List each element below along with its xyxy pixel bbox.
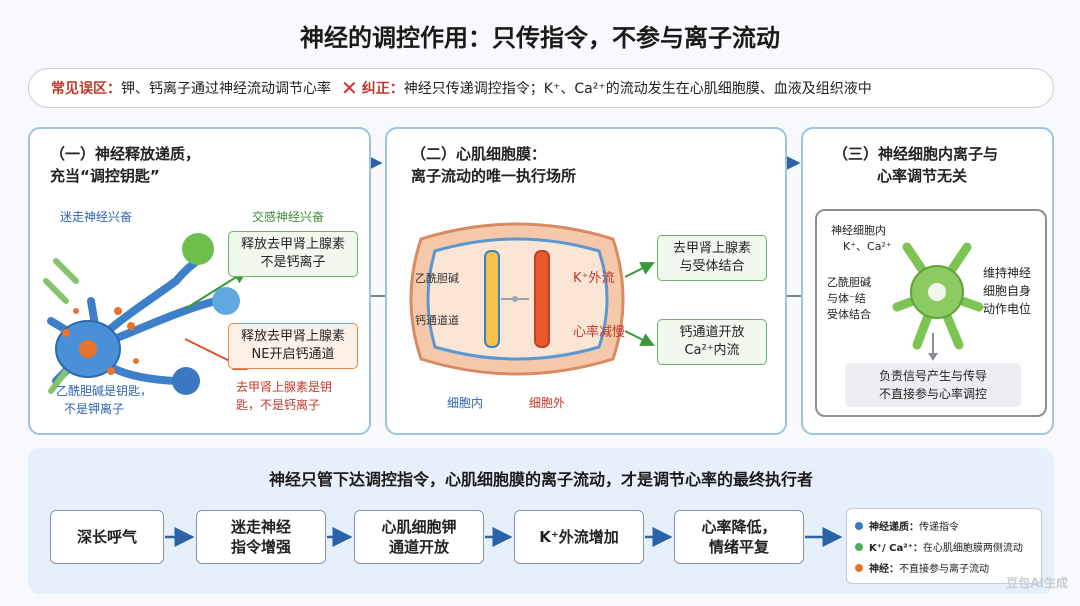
panel3-title-2: 心率调节无关 xyxy=(877,167,968,185)
step-4-line1: K⁺外流增加 xyxy=(539,528,619,546)
outside-cell-label: 细胞外 xyxy=(529,396,566,410)
page-title: 神经的调控作用：只传指令，不参与离子流动 xyxy=(300,24,780,52)
ach-label: 乙酰胆碱 xyxy=(415,272,459,285)
neuron-illustration xyxy=(43,233,240,395)
legend-row-nerve: 神经： 不直接参与离子流动 xyxy=(855,557,1033,578)
k-efflux-label: K⁺外流 xyxy=(573,271,615,286)
legend-text-1: 传递指令 xyxy=(919,522,959,533)
neuron-detail-box: 神经细胞内 K⁺、Ca²⁺ 乙酰胆碱 与体⁻结 受体结合 维持神经 细胞自身 动… xyxy=(815,209,1047,417)
legend-key-3: 神经： xyxy=(869,564,899,575)
ach-note-1: 乙酰胆碱是钥匙， xyxy=(56,384,153,398)
ne-receptor-box: 去甲肾上腺素 与受体结合 xyxy=(657,235,767,281)
neuron-ions-1: 神经细胞内 xyxy=(831,224,886,237)
green-dot-icon xyxy=(855,542,863,551)
legend-text-2: 在心肌细胞膜两侧流动 xyxy=(922,543,1023,554)
step-5-line2: 情绪平复 xyxy=(708,538,769,556)
correction-text: 神经只传递调控指令；K⁺、Ca²⁺的流动发生在心肌细胞膜、血液及组织液中 xyxy=(403,81,872,97)
ne-calcium-line2: NE开启钙通道 xyxy=(251,347,335,362)
legend-row-ions: K⁺/ Ca²⁺： 在心肌细胞膜两侧流动 xyxy=(855,536,1033,557)
misconception-banner: 常见误区： 钾、钙离子通过神经流动调节心率 ✕ 纠正： 神经只传递调控指令；K⁺… xyxy=(28,68,1054,108)
misconception-label: 常见误区： xyxy=(51,81,121,97)
release-ne-line1: 释放去甲肾上腺素 xyxy=(240,237,345,252)
panel1-title-2: 充当“调控钥匙” xyxy=(50,167,160,185)
misconception-text: 钾、钙离子通过神经流动调节心率 xyxy=(121,81,331,97)
ne-calcium-line1: 释放去甲肾上腺素 xyxy=(240,329,345,344)
panel-neuron-ions: （三）神经细胞内离子与 心率调节无关 神经细胞内 K⁺、Ca²⁺ 乙酰胆碱 与体… xyxy=(801,127,1054,435)
panel-neurotransmitter: （一）神经释放递质， 充当“调控钥匙” 迷走神经兴奋 交感神经兴奋 xyxy=(28,127,371,435)
signal-role-2: 不直接参与心率调控 xyxy=(878,387,987,401)
neuron-cell-icon xyxy=(892,242,984,350)
step-2-line2: 指令增强 xyxy=(230,538,291,556)
maintain-1: 维持神经 xyxy=(983,266,1032,280)
panel1-title-1: （一）神经释放递质， xyxy=(50,145,201,163)
neuron-ach-2: 与体⁻结 xyxy=(827,292,866,305)
neuron-ach-1: 乙酰胆碱 xyxy=(827,276,871,289)
neuron-ach-3: 受体结合 xyxy=(827,308,871,321)
maintain-3: 动作电位 xyxy=(983,302,1032,316)
blue-dot-icon xyxy=(855,521,863,530)
release-ne-box: 释放去甲肾上腺素 不是钙离子 xyxy=(228,231,358,277)
ca-open-box: 钙通道开放 Ca²⁺内流 xyxy=(657,319,767,365)
panel2-arrows xyxy=(624,262,655,346)
ne-calcium-box: 释放去甲肾上腺素 NE开启钙通道 xyxy=(228,323,358,369)
signal-role-box: 负责信号产生与传导 不直接参与心率调控 xyxy=(845,363,1021,407)
sympathetic-label: 交感神经兴奋 xyxy=(252,210,325,224)
step-3: 心肌细胞钾 通道开放 xyxy=(354,510,484,564)
panel2-title-2: 离子流动的唯一执行场所 xyxy=(411,167,577,185)
maintain-2: 细胞自身 xyxy=(983,284,1032,298)
step-1-line1: 深长呼气 xyxy=(76,528,137,546)
step-1: 深长呼气 xyxy=(50,510,164,564)
step-5: 心率降低， 情绪平复 xyxy=(674,510,804,564)
step-2-line1: 迷走神经 xyxy=(230,518,291,536)
panel3-title-1: （三）神经细胞内离子与 xyxy=(833,145,999,163)
watermark: 豆包AI生成 xyxy=(1006,576,1068,590)
ne-note-2: 匙，不是钙离子 xyxy=(236,398,321,412)
panel2-title-1: （二）心肌细胞膜： xyxy=(411,145,547,163)
legend-row-transmitter: 神经递质： 传递指令 xyxy=(855,515,1033,536)
orange-dot-icon xyxy=(855,563,863,572)
vagus-label: 迷走神经兴奋 xyxy=(60,210,133,224)
summary-title: 神经只管下达调控指令，心肌细胞膜的离子流动，才是调节心率的最终执行者 xyxy=(268,470,813,489)
legend: 神经递质： 传递指令 K⁺/ Ca²⁺： 在心肌细胞膜两侧流动 神经： 不直接参… xyxy=(846,508,1042,584)
ca-channel-label: 钙通道道 xyxy=(415,314,459,327)
panel-cardiac-membrane: （二）心肌细胞膜： 离子流动的唯一执行场所 乙酰胆碱 钙通道道 K⁺外流 心率减… xyxy=(385,127,787,435)
legend-key-2: K⁺/ Ca²⁺： xyxy=(869,543,923,554)
legend-text-3: 不直接参与离子流动 xyxy=(899,564,989,575)
step-4: K⁺外流增加 xyxy=(514,510,644,564)
down-arrow-icon xyxy=(928,333,938,361)
inside-cell-label: 细胞内 xyxy=(447,396,484,410)
step-3-line1: 心肌细胞钾 xyxy=(381,518,457,536)
legend-key-1: 神经递质： xyxy=(869,522,919,533)
ca-open-line1: 钙通道开放 xyxy=(679,325,745,340)
summary-section: 神经只管下达调控指令，心肌细胞膜的离子流动，才是调节心率的最终执行者 深长呼气 … xyxy=(28,448,1054,594)
ca-open-line2: Ca²⁺内流 xyxy=(684,343,740,358)
cross-icon: ✕ xyxy=(341,76,358,100)
ne-receptor-line1: 去甲肾上腺素 xyxy=(672,241,751,256)
ach-note-2: 不是钾离子 xyxy=(64,402,125,416)
step-3-line2: 通道开放 xyxy=(388,538,449,556)
neuron-ions-2: K⁺、Ca²⁺ xyxy=(843,240,892,253)
ne-receptor-line2: 与受体结合 xyxy=(679,259,745,274)
release-ne-line2: 不是钙离子 xyxy=(260,255,326,270)
ne-note-1: 去甲肾上腺素是钥 xyxy=(236,380,333,394)
step-5-line1: 心率降低， xyxy=(701,518,777,536)
heart-rate-down-label: 心率减慢 xyxy=(573,325,626,340)
signal-role-1: 负责信号产生与传导 xyxy=(878,369,987,383)
membrane-illustration xyxy=(409,222,625,376)
correction-label: 纠正： xyxy=(361,81,404,97)
step-2: 迷走神经 指令增强 xyxy=(196,510,326,564)
